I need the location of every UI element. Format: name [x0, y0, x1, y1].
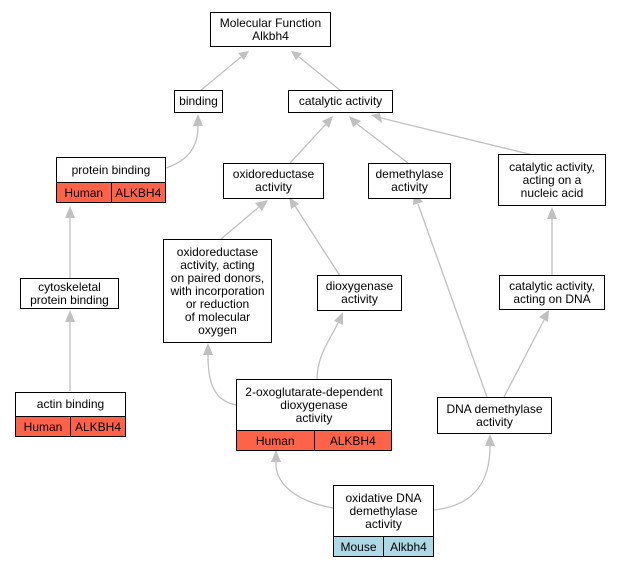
gene-tag: ALKBH4 — [313, 431, 391, 450]
arrowhead — [65, 310, 75, 322]
node-actin-binding[interactable]: actin binding Human ALKBH4 — [15, 392, 126, 437]
arrowhead — [539, 310, 549, 322]
arrowhead — [547, 207, 557, 219]
edge-demethylase-to-catalytic — [356, 123, 409, 164]
node-label: oxidative DNA demethylase activity — [345, 490, 422, 531]
edge-oxido-paired-to-oxidoreductase — [220, 206, 260, 240]
node-protein-binding[interactable]: protein binding Human ALKBH4 — [56, 157, 166, 203]
arrowhead — [255, 200, 268, 211]
node-molecular-function[interactable]: Molecular Function Alkbh4 — [210, 12, 331, 47]
node-label: oxidoreductase activity, acting on paire… — [170, 244, 265, 337]
node-label: catalytic activity, acting on DNA — [509, 278, 595, 306]
arrowhead — [291, 51, 302, 60]
node-label: oxidoreductase activity — [232, 167, 315, 194]
edge-dna-demethylase-to-cat-dna — [503, 319, 545, 398]
node-label: binding — [179, 94, 218, 108]
arrowhead — [371, 113, 382, 123]
node-label: Molecular Function Alkbh4 — [219, 15, 322, 43]
edge-binding-to-mf — [199, 56, 242, 92]
arrowhead — [322, 116, 333, 128]
edge-dna-demethylase-to-demethylase — [417, 203, 488, 398]
node-dioxygenase-activity[interactable]: dioxygenase activity — [317, 275, 402, 311]
species-tag: Human — [16, 417, 70, 436]
arrowhead — [485, 434, 495, 446]
edge-catalytic-to-mf — [298, 56, 342, 92]
gene-tag: ALKBH4 — [70, 417, 125, 436]
annotation-row: Human ALKBH4 — [237, 430, 391, 450]
edge-oxoglutarate-to-oxido-paired — [207, 354, 237, 406]
node-label: protein binding — [71, 162, 151, 177]
arrowhead — [271, 450, 281, 462]
edge-oxidative-to-dna-demethylase — [433, 445, 491, 511]
node-binding[interactable]: binding — [174, 90, 223, 113]
node-oxidoreductase-paired-donors[interactable]: oxidoreductase activity, acting on paire… — [163, 239, 272, 343]
arrowhead — [289, 197, 299, 209]
node-cytoskeletal-protein-binding[interactable]: cytoskeletal protein binding — [20, 278, 119, 309]
edge-protein-binding-to-binding — [165, 125, 199, 169]
edge-dioxygenase-to-oxidoreductase — [294, 205, 341, 277]
node-label: demethylase activity — [375, 167, 444, 194]
species-tag: Mouse — [334, 537, 383, 556]
node-catalytic-acting-on-dna[interactable]: catalytic activity, acting on DNA — [499, 275, 605, 310]
annotation-row: Human ALKBH4 — [57, 182, 165, 202]
species-tag: Human — [237, 431, 314, 450]
node-label: dioxygenase activity — [325, 279, 394, 306]
node-label: catalytic activity, acting on a nucleic … — [509, 159, 595, 200]
node-dna-demethylase-activity[interactable]: DNA demethylase activity — [437, 397, 552, 434]
node-2-oxoglutarate-dioxygenase[interactable]: 2-oxoglutarate-dependent dioxygenase act… — [236, 379, 392, 451]
species-tag: Human — [57, 183, 111, 202]
arrowhead — [203, 343, 213, 355]
node-oxidative-dna-demethylase[interactable]: oxidative DNA demethylase activity Mouse… — [333, 485, 434, 557]
edge-cat-nucleic-to-catalytic — [380, 117, 534, 156]
annotation-row: Human ALKBH4 — [16, 416, 125, 436]
gene-tag: ALKBH4 — [110, 183, 165, 202]
node-label: DNA demethylase activity — [446, 401, 543, 429]
gene-tag: Alkbh4 — [383, 537, 433, 556]
arrowhead — [334, 312, 343, 325]
node-catalytic-activity[interactable]: catalytic activity — [288, 90, 393, 113]
node-label: actin binding — [36, 397, 105, 411]
arrowhead — [238, 51, 249, 60]
node-demethylase-activity[interactable]: demethylase activity — [368, 163, 451, 199]
edge-oxidative-to-oxoglutarate — [275, 461, 334, 509]
annotation-row: Mouse Alkbh4 — [334, 536, 433, 556]
arrowhead — [65, 206, 75, 218]
node-catalytic-nucleic-acid[interactable]: catalytic activity, acting on a nucleic … — [498, 154, 606, 206]
node-label: cytoskeletal protein binding — [30, 279, 109, 307]
edge-oxidoreductase-to-catalytic — [289, 123, 327, 164]
node-label: 2-oxoglutarate-dependent dioxygenase act… — [245, 384, 383, 425]
edge-oxoglutarate-to-dioxygenase — [316, 322, 339, 381]
arrowhead — [349, 116, 361, 127]
arrowhead — [193, 114, 203, 126]
node-oxidoreductase-activity[interactable]: oxidoreductase activity — [223, 163, 324, 199]
node-label: catalytic activity — [298, 94, 383, 108]
